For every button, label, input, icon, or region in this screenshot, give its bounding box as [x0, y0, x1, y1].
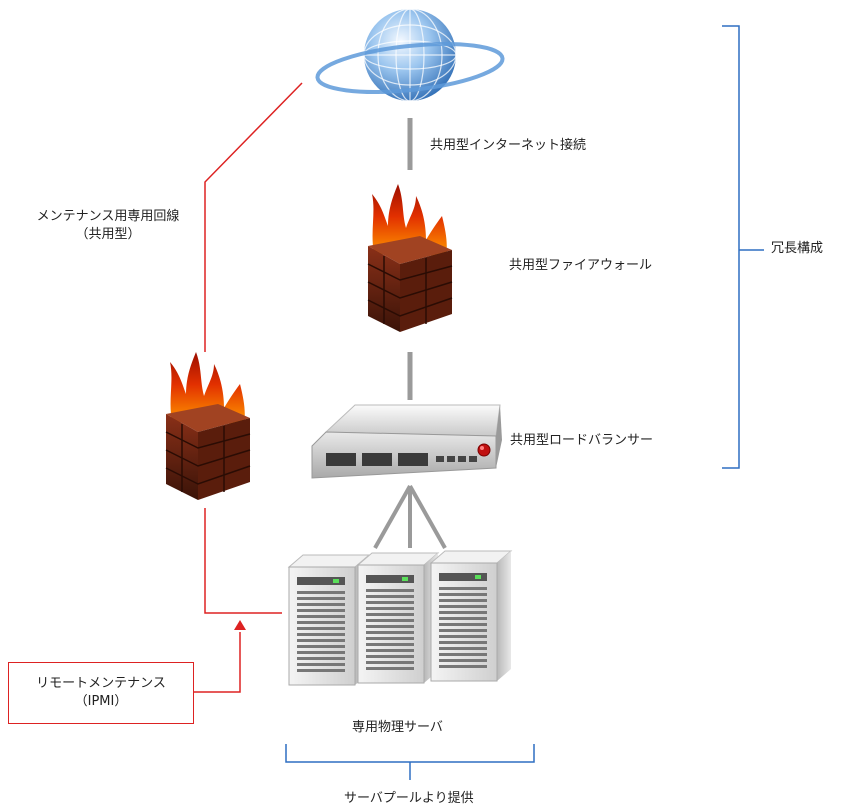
ipmi-arrow-head	[234, 620, 246, 630]
server-icon	[356, 552, 440, 684]
firewall-icon	[165, 352, 251, 500]
remote-maintenance-label-line1: リモートメンテナンス	[36, 676, 166, 691]
load-balancer-icon	[311, 404, 502, 479]
lb-server-line-right	[408, 485, 447, 549]
server-icon	[429, 550, 513, 682]
server-pool-bracket	[285, 744, 535, 780]
firewall-icon	[367, 184, 453, 332]
load-balancer-label: 共用型ロードバランサー	[510, 433, 654, 448]
maintenance-line-upper	[204, 82, 303, 352]
server-icon	[287, 554, 371, 686]
remote-maintenance-box: リモートメンテナンス （IPMI）	[8, 662, 194, 724]
server-pool-label: サーバプールより提供	[344, 791, 474, 806]
maintenance-line-label-line1: メンテナンス用専用回線	[36, 209, 180, 224]
redundant-label: 冗長構成	[771, 241, 824, 256]
globe-icon	[315, 8, 505, 102]
firewall-label: 共用型ファイアウォール	[509, 258, 653, 273]
ipmi-arrow-line	[194, 632, 241, 693]
maintenance-line-label-line2: （共用型）	[75, 227, 141, 242]
remote-maintenance-label-line2: （IPMI）	[74, 694, 128, 709]
maintenance-line-lower	[204, 508, 282, 614]
maintenance-line-label: メンテナンス用専用回線 （共用型）	[8, 208, 208, 244]
redundancy-bracket	[722, 25, 764, 469]
lb-server-line-left	[373, 485, 412, 549]
dedicated-servers-label: 専用物理サーバ	[352, 720, 443, 735]
internet-label: 共用型インターネット接続	[430, 138, 587, 153]
connectors	[194, 82, 447, 693]
